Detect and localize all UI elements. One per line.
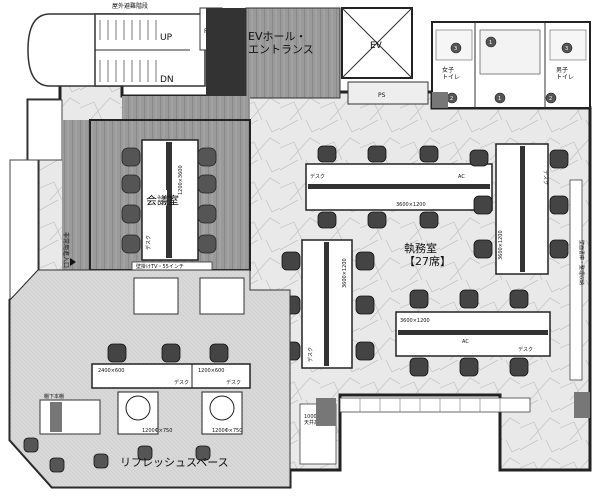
meeting-room: 会議室 1200×3600 デスク 壁掛けTV・55インチ: [89, 119, 251, 271]
meeting-desk-label: デスク: [145, 235, 152, 250]
corridor-floor: [122, 96, 250, 120]
counter-2-size: 1200×600: [198, 368, 224, 374]
counter-desk-label: デスク: [174, 379, 189, 386]
ev-hall-line: EVホール・: [248, 30, 306, 43]
office-label: 執務室 【27席】: [404, 241, 451, 268]
label-line: 【27席】: [404, 254, 451, 268]
women-toilet-text: 女子: [442, 66, 454, 74]
wall-storage: 壁面書庫・整理収納: [569, 179, 585, 381]
desk-c-label: デスク: [542, 170, 549, 185]
badge-5: 1: [498, 96, 501, 102]
badge-2: 1: [489, 40, 492, 46]
bookshelf-label: 棚下本棚: [44, 393, 64, 400]
exterior-terrace: [9, 99, 63, 302]
badge-6: 2: [549, 96, 552, 102]
round-table-1-size: 1200Φ×750: [142, 428, 172, 434]
ev-hall-area: PS EVホール・ エントランス EV PS: [199, 7, 429, 105]
lockers-left-text: 1000: [304, 414, 317, 420]
desk-d-size: 3600×1200: [400, 318, 430, 324]
badge-4: 2: [450, 96, 453, 102]
label-line: トイレ: [442, 74, 460, 81]
wall-storage-label: 壁面書庫・整理収納: [578, 240, 585, 285]
men-toilet-label: 男子 トイレ: [556, 67, 574, 81]
meeting-room-label: 会議室: [146, 193, 179, 207]
label-line: トイレ: [556, 74, 574, 81]
desk-b-size: 3600×1200: [342, 258, 348, 288]
emergency-stairs: 屋外避難階段 UP DN: [27, 2, 206, 87]
label-line: エントランス: [248, 43, 314, 56]
toilets: 女子 トイレ 男子 トイレ 3 1 3 2 1 2: [431, 21, 591, 109]
refresh-space-label: リフレッシュスペース: [120, 456, 229, 469]
office-desks: デスク AC 3600×1200 3600×1200 デスク デスク 3600×…: [281, 143, 569, 377]
men-toilet-text: 男子: [556, 67, 568, 74]
round-table-2-size: 1200Φ×750: [212, 428, 242, 434]
lockers-left-label: 1000 天井高: [304, 414, 319, 426]
badge-3: 3: [565, 46, 568, 52]
desk-a-size: 3600×1200: [396, 202, 426, 208]
emergency-stairs-label: 屋外避難階段: [112, 2, 148, 10]
office-label-text: 執務室: [404, 241, 437, 255]
ev-hall-label: EVホール・ エントランス: [248, 30, 314, 56]
meeting-table-size: 1200×3600: [178, 165, 184, 195]
counter-desk2-label: デスク: [226, 379, 241, 386]
stairs-up-label: UP: [160, 33, 173, 43]
ev-label: EV: [370, 41, 383, 51]
ps-mid-label: PS: [378, 92, 386, 99]
emergency-entrance-label: 非常用進入口: [62, 232, 70, 268]
desk-d-label: デスク: [518, 346, 533, 353]
desk-c-size: 3600×1200: [498, 230, 504, 260]
round-tables: 1200Φ×750 1200Φ×750: [117, 391, 243, 435]
wall-tv-label: 壁掛けTV・55インチ: [136, 263, 184, 270]
desk-a-ac: AC: [458, 174, 465, 180]
desk-b-label: デスク: [307, 347, 314, 362]
refresh-space: 2400×600 1200×600 デスク デスク 棚下本棚 1200Φ×750…: [9, 269, 291, 488]
desk-a-label: デスク: [310, 173, 325, 180]
emergency-entrance: 非常用進入口: [62, 232, 76, 268]
badge-1: 3: [454, 46, 457, 52]
structural-columns: [50, 92, 590, 432]
women-toilet-label: 女子 トイレ: [442, 66, 460, 81]
left-corridor-floor: [62, 120, 90, 280]
label-line: 天井高: [304, 419, 319, 426]
counter-1-size: 2400×600: [98, 368, 124, 374]
desk-d-ac: AC: [462, 339, 469, 345]
stairs-down-label: DN: [160, 75, 174, 85]
